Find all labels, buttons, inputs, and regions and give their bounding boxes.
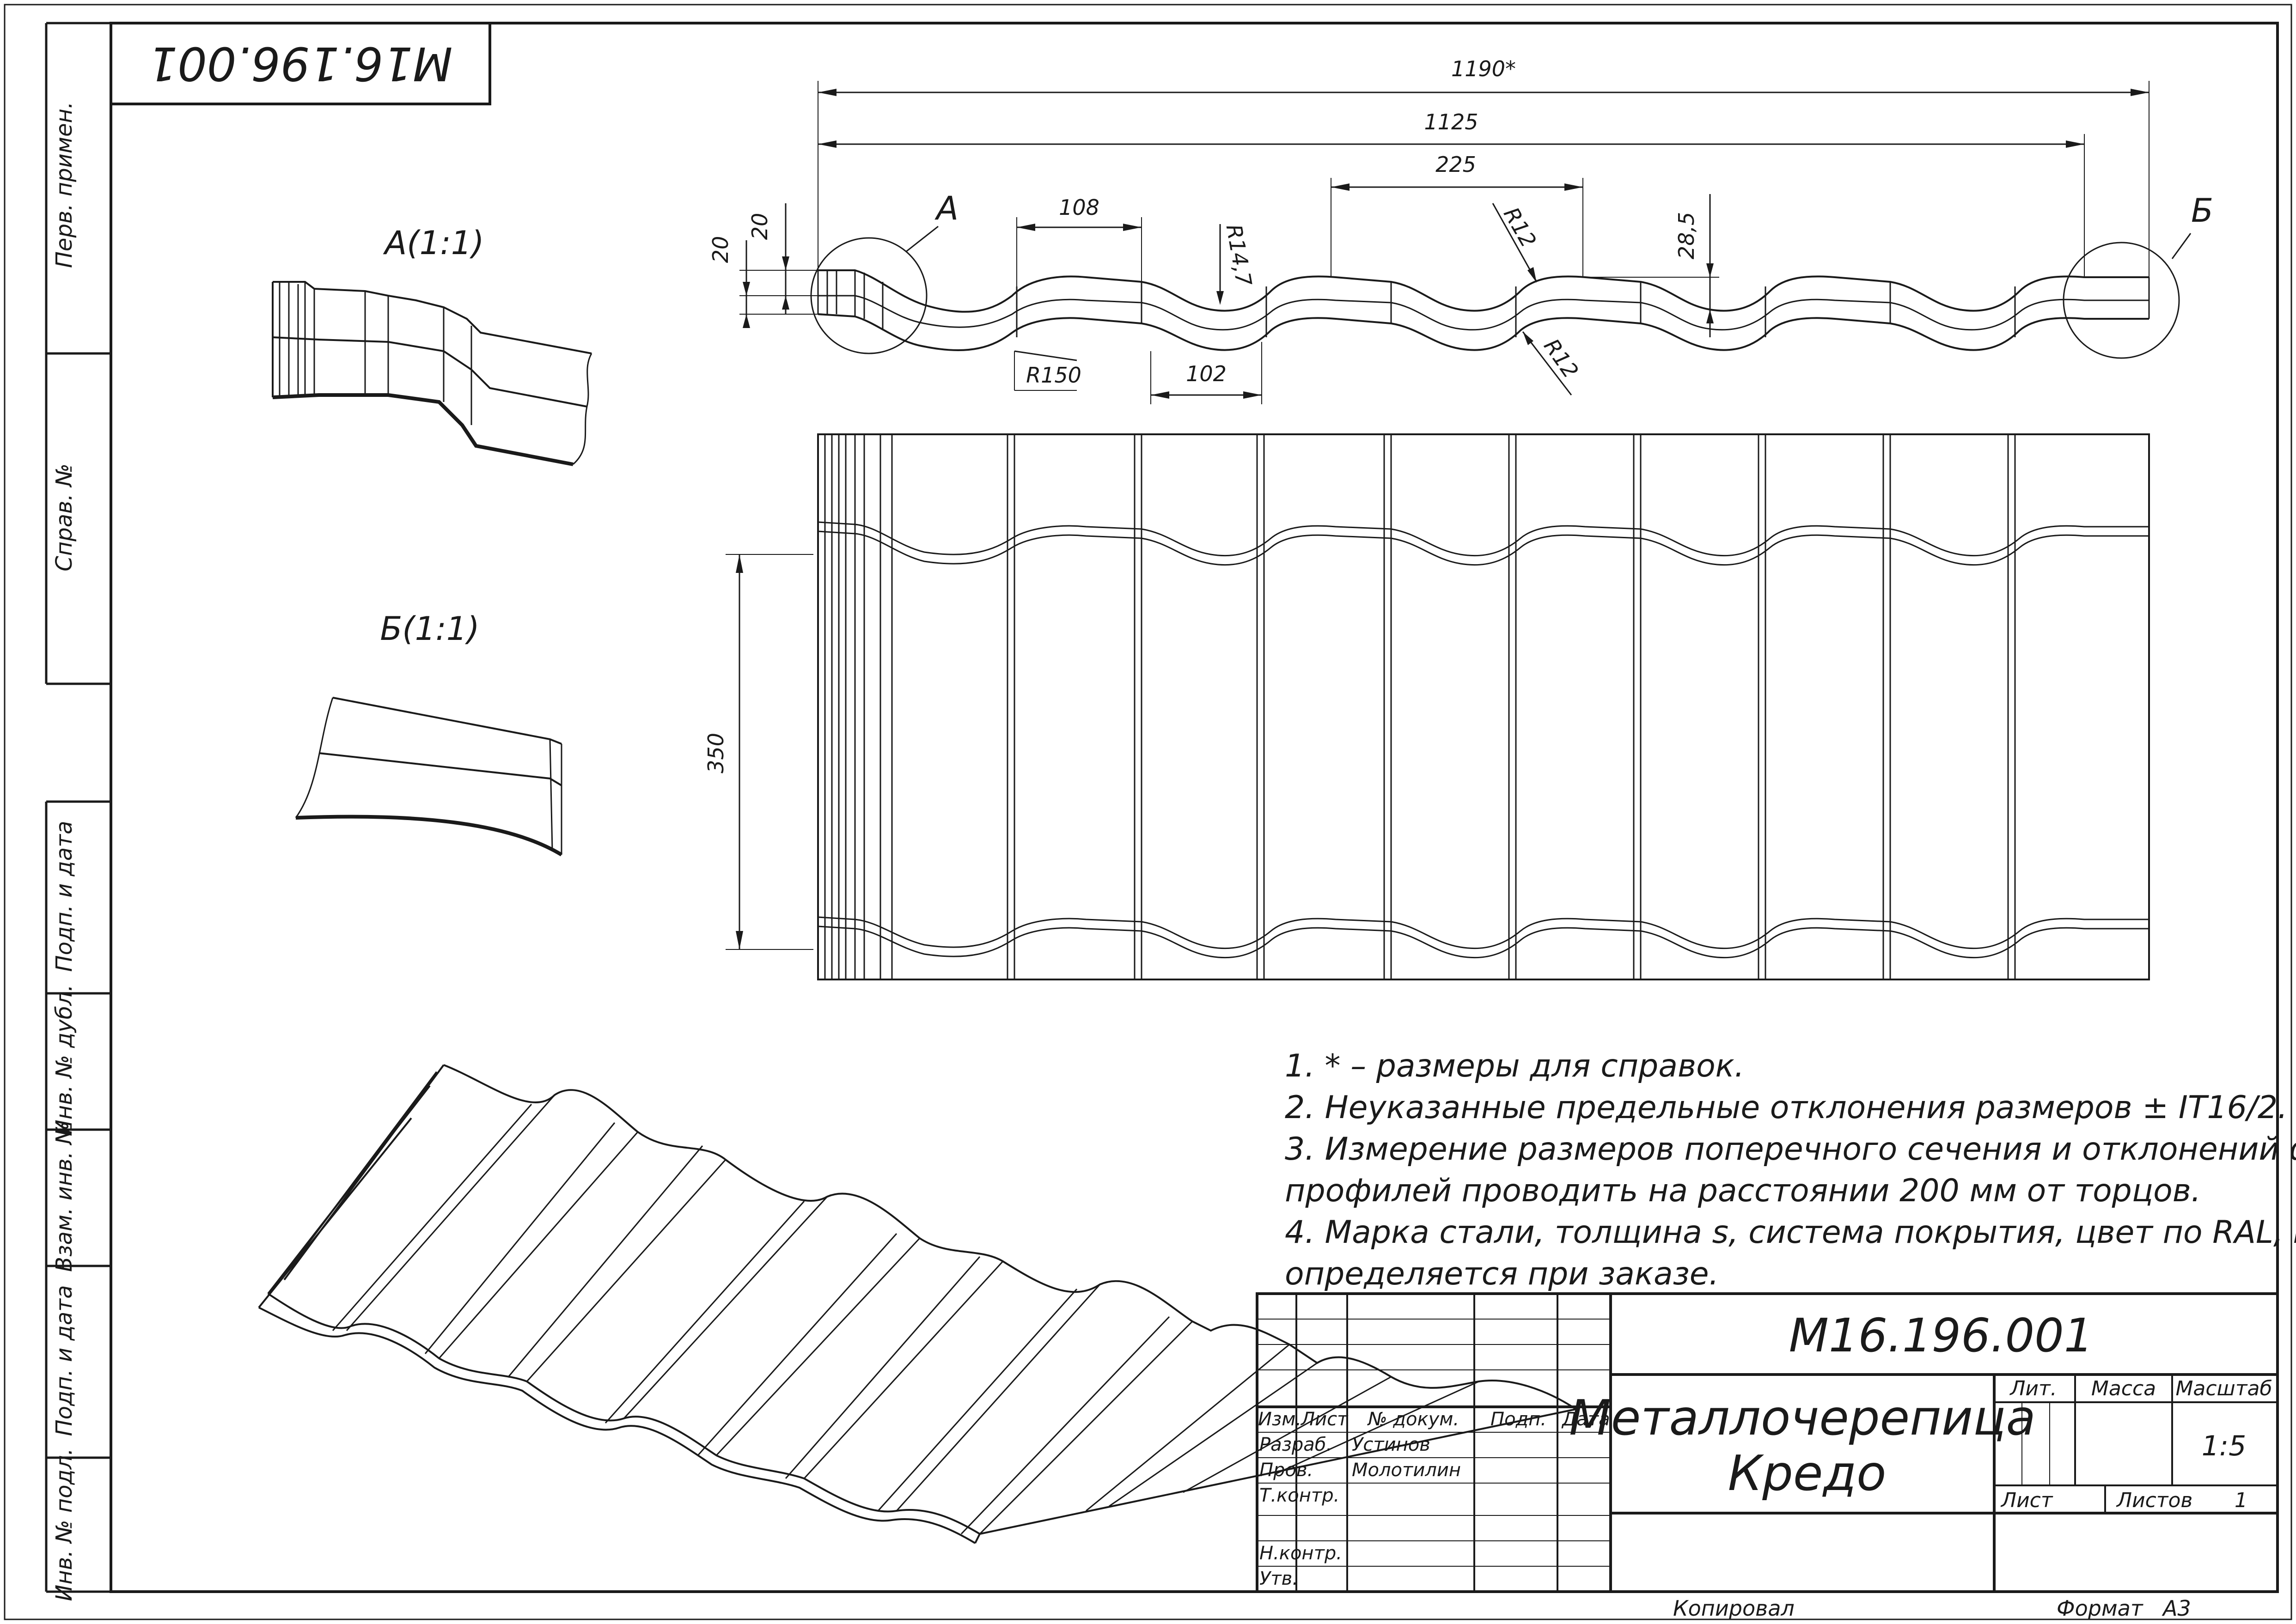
drawing-title-line-1: Металлочерепица xyxy=(1569,1390,2036,1446)
dim-102: 102 xyxy=(1186,361,1227,386)
detail-b-label: Б(1:1) xyxy=(380,610,479,648)
stamp-label-vzam-inv: Взам. инв. № xyxy=(51,1121,77,1272)
note-line-1: 1. * – размеры для справок. xyxy=(1285,1048,1744,1084)
stamp-label-podp-data-2: Подп. и дата xyxy=(51,1285,77,1436)
cross-section-view: А Б xyxy=(810,189,2213,359)
row-role-utv: Утв. xyxy=(1259,1568,1298,1589)
format-value: А3 xyxy=(2162,1596,2191,1621)
cross-section-dimensions: 1190* 1125 225 108 102 20 20 xyxy=(708,56,2149,404)
col-header-data: Дата xyxy=(1561,1409,1610,1430)
dim-r14-7: R14,7 xyxy=(1221,222,1257,288)
note-line-4: профилей проводить на расстоянии 200 мм … xyxy=(1285,1173,2201,1209)
sheets-value: 1 xyxy=(2235,1489,2247,1512)
outer-frame xyxy=(4,4,2292,1620)
row-role-razrab: Разраб. xyxy=(1259,1434,1332,1455)
side-stamp: Перв. примен. Справ. № Подп. и дата Инв.… xyxy=(45,22,111,1601)
scale-value: 1:5 xyxy=(2202,1430,2247,1462)
col-header-podp: Подп. xyxy=(1490,1409,1546,1430)
row-role-prov: Пров. xyxy=(1259,1460,1313,1481)
stamp-label-inv-podl: Инв. № подл. xyxy=(51,1448,77,1601)
col-header-docum: № докум. xyxy=(1367,1409,1459,1430)
lit-label: Лит. xyxy=(2009,1377,2057,1400)
dim-1125: 1125 xyxy=(1424,109,1478,134)
sheet-label: Лист xyxy=(2000,1489,2053,1512)
dim-r12-b: R12 xyxy=(1539,334,1583,383)
copied-label: Копировал xyxy=(1673,1596,1795,1621)
rotated-drawing-number: М16.196.001 xyxy=(148,36,453,91)
stamp-label-sprav-no: Справ. № xyxy=(51,463,77,572)
note-line-2: 2. Неуказанные предельные отклонения раз… xyxy=(1285,1089,2288,1126)
col-header-list: Лист xyxy=(1300,1409,1349,1430)
format-label: Формат xyxy=(2057,1596,2143,1621)
dim-225: 225 xyxy=(1435,152,1476,177)
mass-label: Масса xyxy=(2091,1377,2156,1400)
isometric-view xyxy=(258,1064,1577,1544)
dim-350: 350 xyxy=(703,733,728,773)
dim-r150: R150 xyxy=(1026,363,1081,388)
sheets-label: Листов xyxy=(2116,1489,2192,1512)
detail-a-marker: А xyxy=(934,189,959,227)
row-name-razrab: Устинов xyxy=(1352,1434,1430,1455)
rotated-number-box: М16.196.001 xyxy=(110,22,491,105)
detail-view-b: Б(1:1) xyxy=(295,610,563,857)
row-name-prov: Молотилин xyxy=(1352,1460,1461,1481)
technical-notes: 1. * – размеры для справок. 2. Неуказанн… xyxy=(1285,1048,2296,1292)
inner-frame xyxy=(110,22,2279,1593)
dim-r12-a: R12 xyxy=(1499,203,1541,251)
dim-20-b: 20 xyxy=(747,213,772,240)
note-line-6: определяется при заказе. xyxy=(1285,1256,1719,1292)
detail-a-label: А(1:1) xyxy=(383,224,484,262)
dim-20-a: 20 xyxy=(708,236,733,263)
scale-label: Масштаб xyxy=(2175,1377,2272,1400)
row-role-nkontr: Н.контр. xyxy=(1259,1543,1342,1564)
detail-b-circle xyxy=(2063,242,2180,359)
col-header-izm: Изм. xyxy=(1258,1409,1301,1430)
dim-108: 108 xyxy=(1059,195,1099,220)
detail-view-a: А(1:1) xyxy=(272,224,592,466)
drawing-number: М16.196.001 xyxy=(1789,1308,2094,1362)
title-block: Изм. Лист № докум. Подп. Дата Разраб. Ус… xyxy=(1256,1292,2279,1593)
profile-outline-bottom xyxy=(818,313,2149,352)
drawing-title-line-2: Кредо xyxy=(1728,1445,1887,1502)
top-view: 350 xyxy=(703,433,2150,980)
dim-1190: 1190* xyxy=(1451,56,1516,81)
detail-b-marker: Б xyxy=(2191,192,2213,230)
stamp-label-podp-data-1: Подп. и дата xyxy=(51,821,77,972)
stamp-label-perv-primen: Перв. примен. xyxy=(51,102,77,268)
note-line-5: 4. Марка стали, толщина s, система покры… xyxy=(1285,1214,2296,1251)
profile-outline-top xyxy=(818,269,2149,313)
dim-28-5: 28,5 xyxy=(1674,212,1699,259)
note-line-3: 3. Измерение размеров поперечного сечени… xyxy=(1285,1131,2296,1168)
stamp-label-inv-dubl: Инв. № дубл. xyxy=(51,985,77,1136)
row-role-tkontr: Т.контр. xyxy=(1259,1485,1339,1506)
